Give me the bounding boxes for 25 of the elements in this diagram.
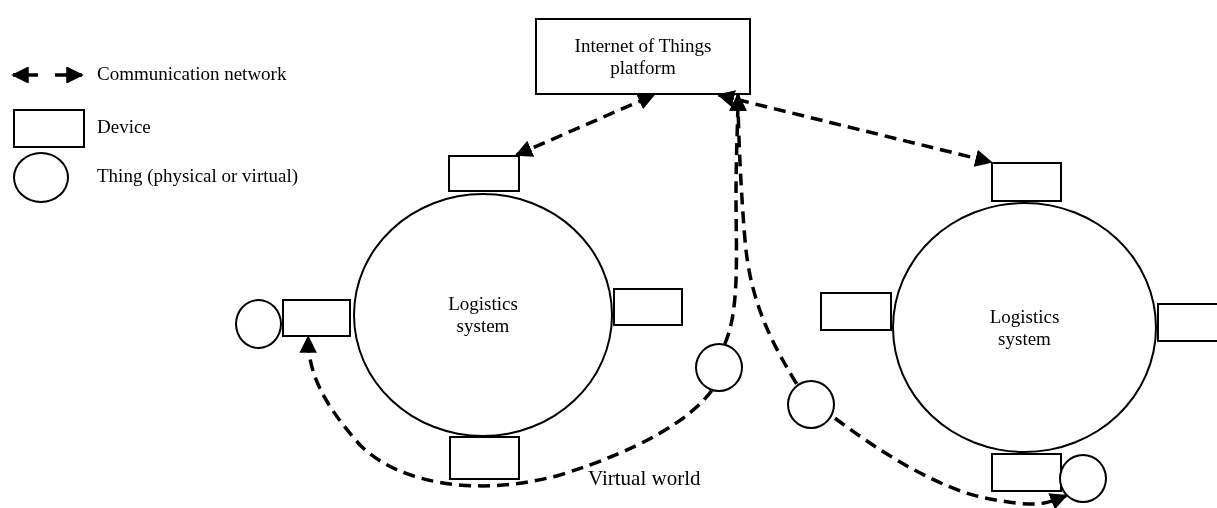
platform-box — [535, 18, 751, 95]
arrow — [729, 93, 799, 385]
arrow — [716, 90, 993, 167]
device-box — [991, 453, 1062, 492]
area-label: Virtual world — [588, 466, 701, 491]
device-box — [820, 292, 892, 331]
node-label: Logistics system — [988, 305, 1061, 350]
legend-label: Communication network — [97, 63, 287, 85]
thing-circle — [787, 380, 835, 429]
legend-label: Device — [97, 116, 151, 138]
device-box — [991, 162, 1062, 202]
device-box — [1157, 303, 1217, 342]
legend-label: Thing (physical or virtual) — [97, 165, 299, 187]
node-label: Internet of Things platform — [573, 34, 713, 79]
device-box — [282, 299, 351, 337]
device-box — [448, 155, 520, 192]
thing-circle — [695, 343, 743, 392]
thing-circle — [235, 299, 282, 349]
arrow — [299, 335, 714, 488]
node-label: Logistics system — [447, 293, 519, 337]
arrow — [833, 416, 1068, 508]
device-box — [613, 288, 683, 326]
arrow — [514, 93, 656, 157]
thing-circle — [1059, 454, 1107, 503]
device-box — [449, 436, 520, 480]
